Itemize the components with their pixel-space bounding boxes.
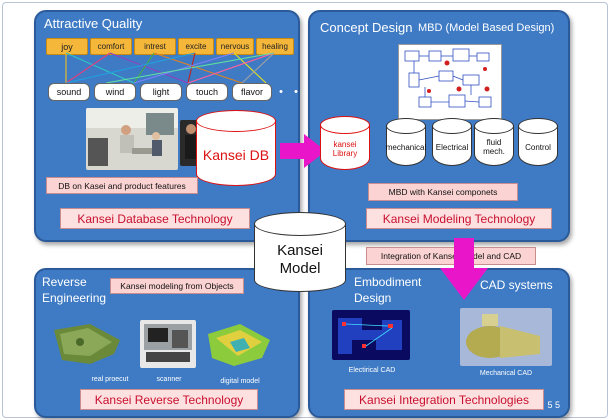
embodiment-design-title: Embodiment Design (354, 275, 422, 305)
mbd-caption: MBD with Kansei componets (368, 183, 518, 201)
sense-word: flavor (232, 83, 272, 101)
real-product-photo (50, 320, 124, 370)
integration-caption: Integration of Kansei Model and CAD (366, 247, 536, 265)
ellipsis: ・・・ (274, 84, 319, 100)
scanner-photo (140, 320, 196, 368)
db-caption: DB on Kasei and product features (46, 177, 198, 194)
sense-word: wind (94, 83, 136, 101)
kansei-integration-technologies: Kansei Integration Technologies (344, 389, 544, 410)
sense-word: sound (48, 83, 90, 101)
relation-lines (65, 52, 275, 84)
emotion-tag: healing (256, 38, 294, 55)
reverse-engineering-title: Reverse Engineering (42, 275, 107, 305)
attractive-quality-title: Attractive Quality (44, 16, 143, 31)
emotion-tag: joy (46, 38, 88, 55)
attractive-quality-panel: Attractive Quality joy comfort intrest e… (34, 10, 318, 242)
kansei-reverse-technology: Kansei Reverse Technology (80, 389, 258, 410)
digital-model-photo (204, 318, 274, 370)
electrical-cad-label: Electirical CAD (348, 367, 396, 374)
mechanical-cylinder: mechanical (386, 118, 426, 166)
fluid-mech-cylinder: fluid mech. (474, 118, 514, 166)
model-to-cad-arrow (440, 238, 488, 300)
mechanical-cad-photo (460, 308, 552, 366)
test-room-photo (86, 108, 178, 170)
digital-model-label: digital model (220, 378, 260, 385)
kansei-modeling-technology: Kansei Modeling Technology (366, 208, 552, 229)
electrical-cylinder: Electrical (432, 118, 472, 166)
sense-word: touch (186, 83, 228, 101)
kansei-model-cylinder: Kansei Model (254, 212, 346, 292)
kansei-model-label: Kansei Model (277, 242, 323, 277)
db-to-library-arrow (280, 134, 326, 168)
emotion-tag: intrest (134, 38, 176, 55)
kansei-database-technology: Kansei Database Technology (60, 208, 250, 229)
mbd-subtitle: MBD (Model Based Design) (418, 22, 555, 34)
kansei-library-cylinder: kansei Library (320, 116, 370, 170)
mbd-schematic (398, 44, 502, 120)
emotion-tag: excite (178, 38, 214, 55)
sense-word: light (140, 83, 182, 101)
page-number: 5 5 (547, 400, 560, 410)
real-product-label: real proecut (91, 376, 129, 383)
control-cylinder: Control (518, 118, 558, 166)
mechanical-cad-label: Mechanical CAD (479, 370, 533, 377)
reverse-engineering-panel: Reverse Engineering Kansei modeling from… (34, 268, 300, 418)
concept-design-title: Concept Design (320, 20, 413, 35)
electrical-cad-photo (332, 310, 410, 360)
cad-systems-title: CAD systems (480, 278, 553, 292)
kansei-db-cylinder: Kansei DB (196, 110, 276, 186)
scanner-label: scanner (156, 376, 182, 383)
embodiment-design-panel: Embodiment Design CAD systems Electirica… (308, 268, 570, 418)
emotion-tag: comfort (90, 38, 132, 55)
reverse-caption: Kansei modeling from Objects (110, 278, 244, 294)
